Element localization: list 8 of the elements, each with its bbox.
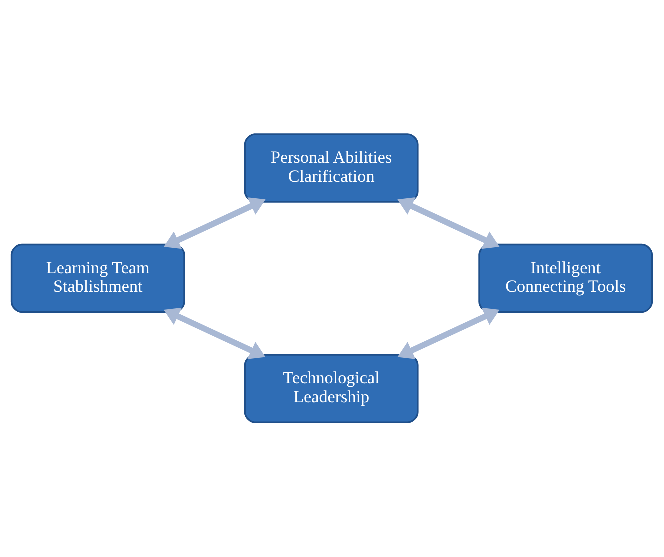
node-box: Personal Abilities Clarification [244,134,419,203]
arrow [164,198,266,250]
arrow [398,308,500,360]
node-box: Technological Leadership [244,354,419,424]
arrow [398,198,500,250]
node-box: Intelligent Connecting Tools [478,244,654,314]
node-box: Learning Team Stablishment [10,244,186,314]
arrow [164,308,266,360]
